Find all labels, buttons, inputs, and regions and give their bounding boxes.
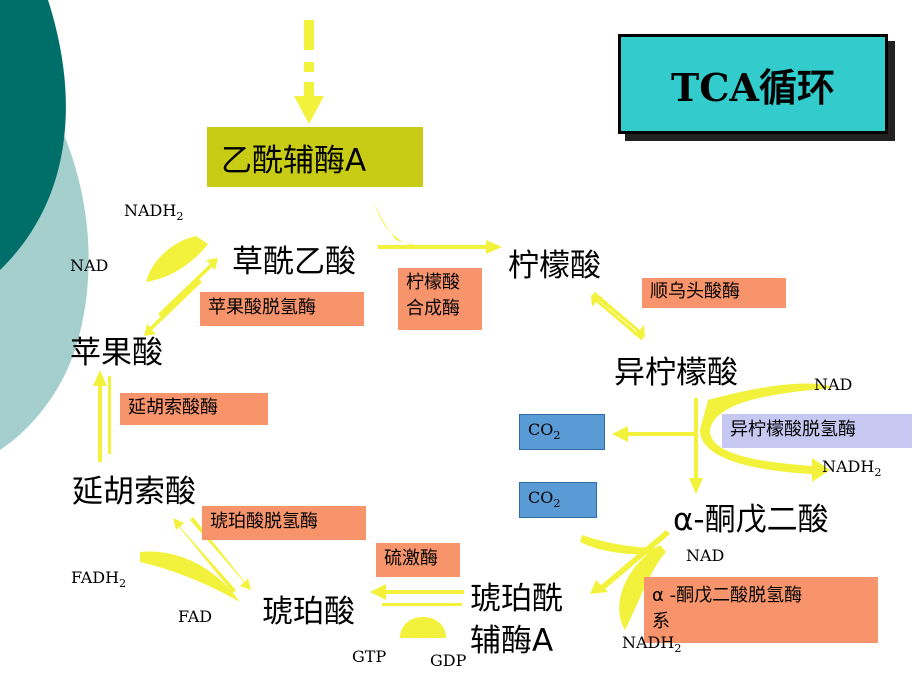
- succinate-dh-box: 琥珀酸脱氢酶: [202, 506, 366, 540]
- isocitrate-dh-label: 异柠檬酸脱氢酶: [730, 419, 856, 440]
- fumarate-to-malate-shaft: [98, 384, 102, 462]
- malate-dh-box: 苹果酸脱氢酶: [200, 292, 364, 326]
- akg-nad-label: NAD: [686, 546, 725, 565]
- fumarate-to-malate-head: [93, 370, 107, 386]
- co2-box-1: CO2: [519, 414, 605, 450]
- succinate-fumarate-back: [173, 518, 236, 593]
- diagram-title: TCA循环: [670, 64, 835, 110]
- succinate-to-succinyl-shaft: [382, 603, 462, 606]
- succinate-dh-label: 琥珀酸脱氢酶: [210, 511, 318, 532]
- succinyl-to-succinate-shaft: [384, 590, 464, 594]
- succinyl-to-succinate-head: [370, 584, 386, 600]
- akg-to-succinyl-shaft: [600, 530, 670, 590]
- feed-dash-2: [304, 62, 314, 72]
- citrate-isocitrate-forward: [592, 292, 645, 337]
- alpha-kg-dh-line1: α -酮戊二酸脱氢酶: [652, 585, 803, 606]
- acetyl-coa-box: 乙酰辅酶A: [207, 127, 423, 187]
- isocitrate-dh-box: 异柠檬酸脱氢酶: [722, 414, 912, 448]
- malate-oxaloacetate-back: [144, 279, 202, 336]
- isocitrate-dh-cofactor-wedge: [700, 383, 832, 482]
- alpha-kg-label: α-酮戊二酸: [673, 502, 829, 538]
- malate-nadh-label: NADH2: [124, 201, 183, 223]
- fad-wedge: [140, 551, 240, 602]
- feed-arrowhead: [294, 96, 324, 124]
- co2-1-base: CO: [528, 420, 554, 439]
- malate-nadh-subscript: 2: [176, 210, 184, 224]
- fadh2-base: FADH: [71, 568, 120, 587]
- succinyl-coa-label-line1: 琥珀酰: [470, 581, 563, 617]
- isocitrate-to-akg-shaft: [694, 398, 698, 478]
- citrate-isocitrate-back: [591, 295, 644, 340]
- arrow-group: [93, 20, 832, 638]
- citrate-synthase-line2: 合成酶: [406, 298, 460, 319]
- citrate-synthase-line1: 柠檬酸: [406, 272, 460, 293]
- co2-box-2: CO2: [519, 482, 597, 518]
- fadh2-label: FADH2: [71, 568, 126, 590]
- citrate-synthase-box: 柠檬酸 合成酶: [398, 268, 482, 330]
- fumarase-label: 延胡索酸酶: [128, 397, 218, 418]
- isocitrate-to-akg-head: [689, 478, 703, 494]
- aconitase-label: 顺乌头酸酶: [650, 281, 740, 302]
- akg-nadh-subscript: 2: [674, 642, 682, 656]
- akg-nadh-base: NADH: [622, 633, 675, 652]
- gtp-label: GTP: [352, 647, 387, 666]
- isocitrate-nad-label: NAD: [814, 375, 853, 394]
- teal-decoration: [0, 0, 89, 450]
- succinate-label: 琥珀酸: [262, 594, 355, 630]
- alpha-kg-dh-line2: 系: [652, 611, 670, 632]
- malate-nad-wedge: [146, 236, 208, 282]
- isocitrate-label: 异柠檬酸: [614, 355, 738, 391]
- oxaloacetate-label: 草酰乙酸: [232, 244, 356, 280]
- succinyl-synthetase-box: 硫激酶: [376, 543, 460, 577]
- co2-1-head: [612, 426, 628, 442]
- feed-dash-1: [304, 20, 314, 50]
- fad-label: FAD: [178, 607, 213, 626]
- malate-dh-label: 苹果酸脱氢酶: [208, 297, 316, 318]
- co2-2-subscript: 2: [553, 497, 561, 511]
- malate-to-fumarate-shaft: [108, 376, 111, 454]
- gdp-label: GDP: [430, 651, 467, 670]
- oxaloacetate-to-citrate-head: [486, 240, 502, 254]
- succinyl-coa-label-line2: 辅酶A: [470, 623, 554, 659]
- acetyl-wedge: [372, 196, 418, 246]
- akg-to-succinyl-head: [590, 580, 608, 594]
- isocitrate-nadh-label: NADH2: [822, 457, 881, 479]
- fumarase-box: 延胡索酸酶: [120, 393, 268, 425]
- malate-oxaloacetate-forward: [158, 258, 218, 317]
- isocitrate-nadh-base: NADH: [822, 457, 875, 476]
- teal-dark-arc: [0, 0, 66, 270]
- malate-nadh-base: NADH: [124, 201, 177, 220]
- succinyl-synthetase-label: 硫激酶: [384, 548, 438, 569]
- oxaloacetate-to-citrate-shaft: [378, 245, 488, 249]
- acetyl-coa-label: 乙酰辅酶A: [221, 142, 367, 179]
- alpha-kg-dh-box: α -酮戊二酸脱氢酶 系: [644, 577, 878, 643]
- isocitrate-nadh-subscript: 2: [874, 466, 882, 480]
- co2-1-shaft: [628, 432, 696, 436]
- fadh2-subscript: 2: [119, 577, 127, 591]
- gtp-gdp-semicircle: [400, 617, 446, 638]
- fumarate-label: 延胡索酸: [72, 474, 196, 510]
- malate-nad-label: NAD: [70, 256, 109, 275]
- co2-1-subscript: 2: [553, 429, 561, 443]
- citrate-label: 柠檬酸: [508, 248, 601, 284]
- feed-dash-3: [304, 82, 314, 96]
- co2-2-arc: [580, 535, 660, 555]
- akg-dh-cofactor-wedge: [619, 545, 666, 630]
- title-box: TCA循环: [618, 34, 888, 134]
- malate-label: 苹果酸: [70, 335, 163, 371]
- aconitase-box: 顺乌头酸酶: [642, 278, 786, 308]
- akg-nadh-label: NADH2: [622, 633, 681, 655]
- co2-2-base: CO: [528, 488, 554, 507]
